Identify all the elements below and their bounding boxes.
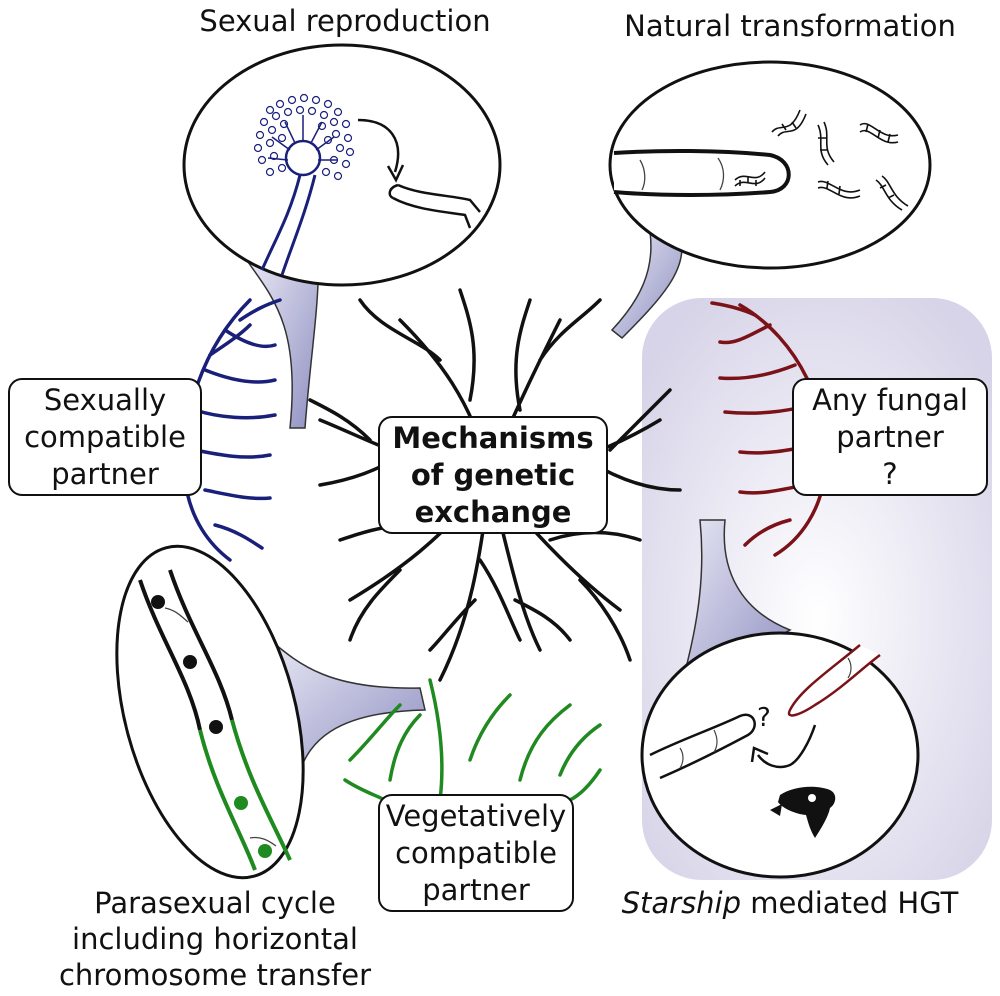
sexually-compatible-line2: compatible — [24, 419, 186, 454]
central-mechanisms-box: Mechanisms of genetic exchange — [378, 416, 608, 534]
vegetative-mycelium — [343, 678, 602, 802]
starship-element-icon — [770, 786, 836, 838]
vegetative-line2: compatible — [395, 835, 557, 870]
sexually-compatible-partner-box: Sexually compatible partner — [8, 378, 202, 496]
parasexual-panel — [115, 544, 305, 880]
any-fungal-line1: Any fungal — [812, 382, 968, 417]
any-fungal-partner-box: Any fungal partner ? — [792, 378, 988, 496]
parasexual-line2: including horizontal — [72, 922, 358, 956]
dna-fragments — [734, 109, 909, 211]
zoom-beam-transformation — [610, 231, 683, 340]
mating-arrow — [357, 118, 400, 173]
natural-transformation-title: Natural transformation — [624, 9, 956, 43]
sexual-reproduction-panel — [182, 43, 502, 287]
nuclei — [151, 595, 272, 858]
zoom-beam-parasexual — [268, 637, 426, 773]
sexually-compatible-line3: partner — [51, 456, 159, 491]
vegetative-line1: Vegetatively — [385, 798, 567, 833]
transfer-arrow — [756, 724, 817, 769]
vegetatively-compatible-partner-box: Vegetatively compatible partner — [378, 794, 574, 912]
zoom-beam-sexual — [246, 259, 320, 429]
center-line1: Mechanisms — [392, 420, 594, 455]
ascus-head — [284, 139, 322, 177]
center-line3: exchange — [414, 494, 572, 529]
starship-panel — [640, 631, 920, 879]
any-fungal-line2: partner — [836, 419, 944, 454]
any-fungal-line3: ? — [882, 456, 898, 491]
starship-hgt-title: Starship mediated HGT — [600, 885, 980, 921]
sexual-reproduction-title: Sexual reproduction — [199, 4, 491, 38]
center-line2: of genetic — [410, 457, 576, 492]
natural-transformation-panel — [608, 60, 932, 270]
starship-question-mark: ? — [757, 703, 771, 733]
spore-cluster — [253, 93, 355, 181]
spore-stalks — [267, 115, 338, 161]
partner-hypha — [392, 183, 481, 229]
vegetative-line3: partner — [422, 872, 530, 907]
parasexual-line3: chromosome transfer — [58, 958, 372, 992]
starship-title-rest: mediated HGT — [741, 886, 959, 920]
starship-italic-word: Starship — [621, 886, 742, 920]
sexually-compatible-line1: Sexually — [43, 382, 167, 417]
parasexual-line1: Parasexual cycle — [94, 886, 336, 920]
parasexual-cycle-title: Parasexual cycle including horizontal ch… — [40, 885, 390, 993]
